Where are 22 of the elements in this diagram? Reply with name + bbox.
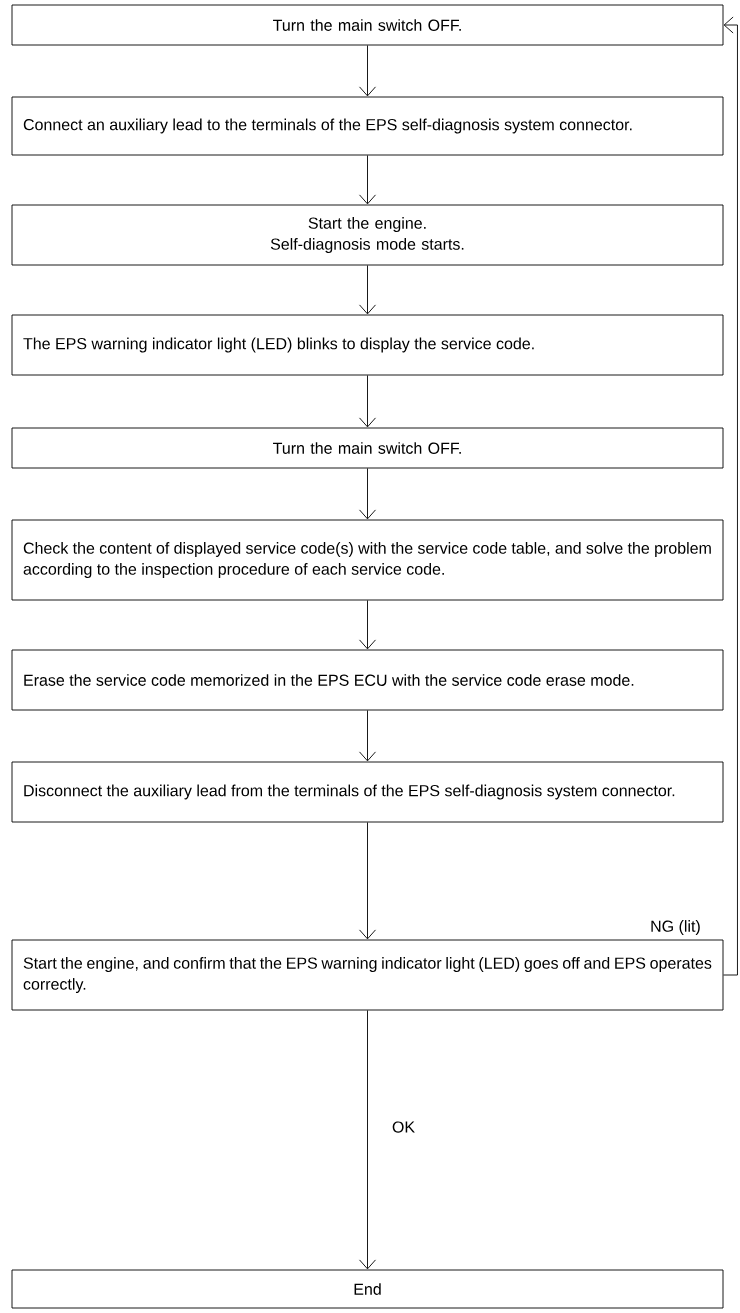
arrow (359, 468, 376, 520)
process-box: Turn the main switch OFF. (11, 4, 724, 46)
arrow (359, 710, 376, 762)
arrow (359, 45, 376, 97)
arrow (359, 1010, 376, 1270)
edge-label: NG (lit) (649, 919, 702, 936)
process-box: Connect an auxiliary lead to the terminals of the EPS self-diagnosis system connector. (11, 96, 724, 156)
process-box: Start the engine. Self-diagnosis mode starts. (11, 204, 724, 266)
edge-label: OK (390, 1120, 417, 1134)
arrow (359, 265, 376, 315)
arrow (359, 375, 376, 428)
arrow (359, 600, 376, 650)
process-box: Check the content of displayed service code(s) with the service code table, and solve the problem according to the inspection procedure of each service code. (11, 519, 724, 601)
process-box: Turn the main switch OFF. (11, 427, 724, 469)
arrow (359, 822, 376, 940)
arrow (359, 155, 376, 205)
process-box: Erase the service code memorized in the EPS ECU with the service code erase mode. (11, 649, 724, 711)
process-box: Start the engine, and confirm that the EPS warning indicator light (LED) goes off and EPS operates correctly. (11, 939, 724, 1011)
arrow (723, 16, 738, 976)
process-box: End (11, 1269, 724, 1309)
process-box: The EPS warning indicator light (LED) blinks to display the service code. (11, 314, 724, 376)
process-box: Disconnect the auxiliary lead from the terminals of the EPS self-diagnosis system connector. (11, 761, 724, 823)
